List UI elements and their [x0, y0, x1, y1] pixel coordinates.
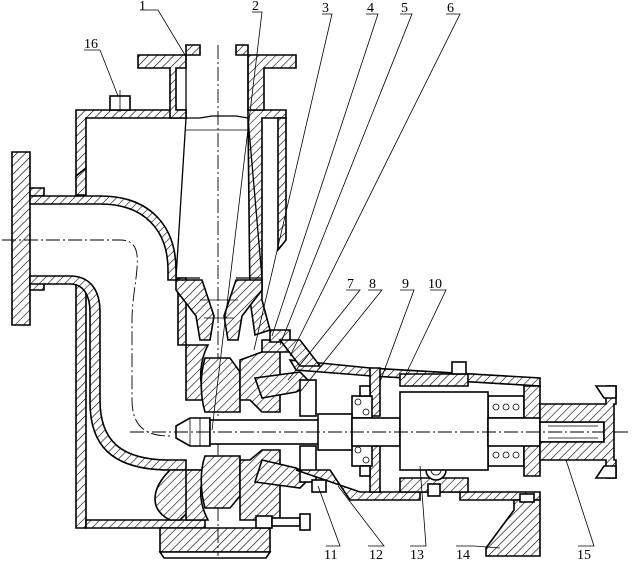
base-bolts: [255, 385, 441, 531]
part-label-1: 1: [139, 0, 146, 14]
part-label-6: 6: [447, 1, 454, 16]
part-label-7: 7: [347, 277, 354, 292]
pump-casing: [75, 109, 287, 559]
part-label-15: 15: [577, 548, 591, 561]
part-label-2: 2: [252, 0, 259, 14]
part-label-10: 10: [428, 277, 442, 292]
leader-lines: [84, 9, 595, 549]
support-foot: [485, 493, 541, 557]
part-label-12: 12: [369, 548, 383, 561]
part-label-11: 11: [324, 548, 337, 561]
part-label-3: 3: [322, 1, 329, 16]
discharge-flange: [109, 44, 297, 119]
inlet-pipe: [2, 151, 201, 521]
part-label-4: 4: [367, 1, 374, 16]
part-label-14: 14: [456, 548, 470, 561]
part-label-5: 5: [401, 1, 408, 16]
part-label-9: 9: [402, 277, 409, 292]
part-labels: 1 2 3 4 5 6 7 8 9 10 11 12 13 14 15 16: [84, 0, 591, 561]
coupling: [539, 385, 617, 479]
part-label-16: 16: [84, 37, 98, 52]
part-label-8: 8: [369, 277, 376, 292]
separator-cone: [175, 115, 263, 279]
part-label-13: 13: [410, 548, 424, 561]
